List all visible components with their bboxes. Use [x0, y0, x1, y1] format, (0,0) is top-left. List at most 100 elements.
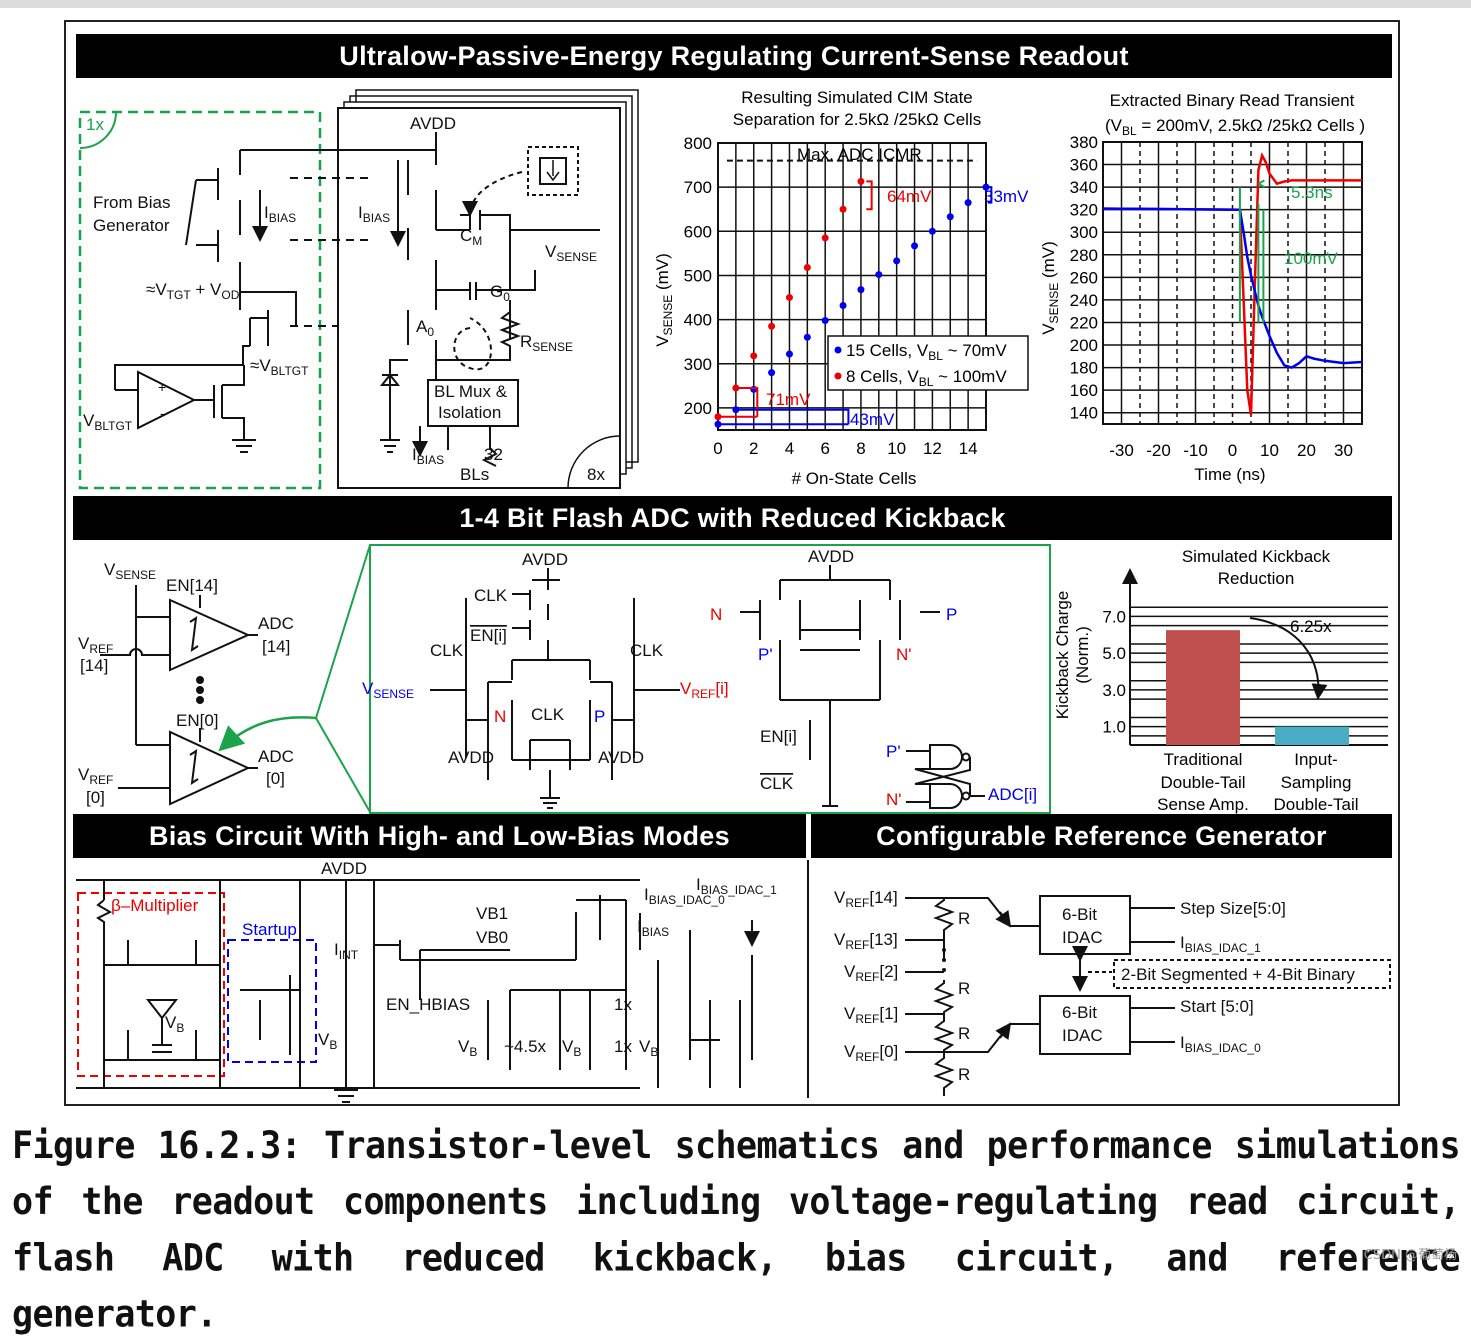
chart2-ytick-label: 160 — [1070, 381, 1098, 400]
chart2-ytick-label: 240 — [1070, 291, 1098, 310]
cat2-line1: Input- — [1294, 750, 1337, 769]
latch-n-label: N — [710, 605, 722, 624]
adc-labels: VSENSE EN[14] ADC [14] VREF [14] EN[0] A… — [78, 547, 1037, 809]
g0-label: G0 — [490, 282, 510, 304]
red-low-label: 71mV — [766, 390, 811, 409]
legend-marker-red — [834, 372, 842, 380]
section-title-readout: Ultralow-Passive-Energy Regulating Curre… — [76, 34, 1392, 78]
nand-pp-label: P' — [886, 742, 901, 761]
chart1-xtick-label: 0 — [713, 439, 722, 458]
data-point-15cells — [911, 242, 919, 250]
data-point-15cells — [982, 183, 990, 191]
opamp-minus: - — [160, 405, 165, 421]
bias-labels: β–Multiplier Startup AVDD IINT VB VB VB1… — [111, 859, 777, 1059]
data-point-8cells — [768, 322, 776, 330]
clkbar-label: CLK — [760, 774, 794, 793]
ibias-idac0-refgen: IBIAS_IDAC_0 — [1180, 1033, 1261, 1055]
kickback-ratio-label: 6.25x — [1290, 617, 1332, 636]
from-bias-label-2: Generator — [93, 216, 170, 235]
chart1-xtick-label: 12 — [923, 439, 942, 458]
r-label-2: R — [958, 979, 970, 998]
section-title-refgen: Configurable Reference Generator — [811, 814, 1392, 858]
adc-zoom-box — [369, 544, 1051, 814]
bias-schematic — [76, 879, 752, 1103]
vb-label-int: VB — [318, 1030, 337, 1052]
refgen-schematic — [905, 895, 1391, 1096]
data-point-15cells — [928, 227, 936, 235]
bar-traditional — [1166, 630, 1240, 745]
dv-label: 100mV — [1284, 249, 1339, 268]
r-label-3: R — [958, 1024, 970, 1043]
chart2-ytick-label: 340 — [1070, 178, 1098, 197]
adc0-label-2: [0] — [266, 769, 285, 788]
vref0-index: [0] — [86, 788, 105, 807]
vref2-refgen: VREF[2] — [844, 962, 898, 984]
readout-schematic — [78, 89, 639, 490]
adc-vref-in: VREF[i] — [680, 679, 729, 701]
vbltgt-node-label: ≈VBLTGT — [250, 356, 309, 378]
from-bias-label-1: From Bias — [93, 193, 170, 212]
adci-label: ADC[i] — [988, 785, 1037, 804]
kickback-arrow — [1249, 617, 1328, 700]
chart3-ytick-label: 3.0 — [1102, 681, 1126, 700]
vref14-refgen: VREF[14] — [834, 888, 898, 910]
vb-label-beta: VB — [165, 1013, 184, 1035]
data-point-15cells — [750, 385, 758, 393]
ibias-label-right: IBIAS — [358, 203, 390, 225]
chart2-xtick-label: -10 — [1183, 441, 1208, 460]
iint-label: IINT — [334, 940, 359, 962]
cm-label: CM — [460, 226, 482, 248]
adc-avdd-4: AVDD — [598, 748, 644, 767]
chart1-ytick-label: 300 — [684, 355, 712, 374]
chart2-ytick-label: 180 — [1070, 359, 1098, 378]
chart1-xtick-label: 14 — [959, 439, 978, 458]
chart2-title-2: (VBL = 200mV, 2.5kΩ /25kΩ Cells ) — [1105, 116, 1365, 138]
chart1-ytick-label: 800 — [684, 134, 712, 153]
x45-label: ~4.5x — [504, 1037, 547, 1056]
data-point-15cells — [875, 271, 883, 279]
section-title-bias: Bias Circuit With High- and Low-Bias Mod… — [73, 814, 806, 858]
idac-bot-line1: 6-Bit — [1062, 1003, 1097, 1022]
blue-low-label: 43mV — [850, 410, 895, 429]
top-strip — [0, 0, 1471, 8]
chart2-xtick-label: -30 — [1109, 441, 1134, 460]
r-label-4: R — [958, 1065, 970, 1084]
clk-label-3: CLK — [630, 641, 664, 660]
figure-caption: Figure 16.2.3: Transistor-level schemati… — [12, 1124, 1461, 1337]
data-point-8cells — [803, 264, 811, 272]
icmr-label: Max. ADC ICMR — [797, 145, 922, 164]
chart2-ytick-label: 380 — [1070, 133, 1098, 152]
blue-low-bracket — [718, 408, 850, 426]
chart1-title-2: Separation for 2.5kΩ /25kΩ Cells — [733, 110, 981, 129]
x1-label-top: 1x — [614, 995, 632, 1014]
data-point-8cells — [821, 234, 829, 242]
chart3-ylabel-2: (Norm.) — [1073, 626, 1092, 684]
refgen-labels: VREF[14] VREF[13] VREF[2] VREF[1] VREF[0… — [834, 888, 1355, 1084]
chart1-ytick-label: 500 — [684, 266, 712, 285]
cat2-line2: Sampling — [1281, 773, 1352, 792]
kickback-chart: Simulated Kickback Reduction Kickback Ch… — [1053, 547, 1388, 814]
chart3-ytick-label: 1.0 — [1102, 718, 1126, 737]
chart2-xtick-label: 20 — [1297, 441, 1316, 460]
chart2-ytick-label: 360 — [1070, 156, 1098, 175]
clk-label-1: CLK — [474, 586, 508, 605]
adc-schematic — [100, 544, 1051, 814]
chart1-xtick-label: 8 — [856, 439, 865, 458]
data-point-8cells — [785, 294, 793, 302]
chart3-ylabel: Kickback Charge — [1053, 591, 1072, 720]
data-point-15cells — [785, 350, 793, 358]
bls-count: 32 — [484, 445, 503, 464]
transient-trace-red — [1102, 152, 1362, 416]
blue-sep-label: 33mV — [984, 187, 1029, 206]
chart1-xtick-label: 4 — [785, 439, 794, 458]
legend-entry-15cells: 15 Cells, VBL ~ 70mV — [846, 341, 1007, 363]
a0-label: A0 — [416, 317, 434, 339]
en-hbias-label: EN_HBIAS — [386, 995, 470, 1014]
chart2-ytick-label: 280 — [1070, 246, 1098, 265]
ibias-idac1-label: IBIAS_IDAC_1 — [696, 875, 777, 897]
x1-label-bottom: 1x — [614, 1037, 632, 1056]
data-point-15cells — [768, 369, 776, 377]
ibias-label-left: IBIAS — [264, 203, 296, 225]
transient-trace-blue — [1102, 207, 1363, 369]
ibias-idac0-label: IBIAS_IDAC_0 — [644, 885, 725, 907]
